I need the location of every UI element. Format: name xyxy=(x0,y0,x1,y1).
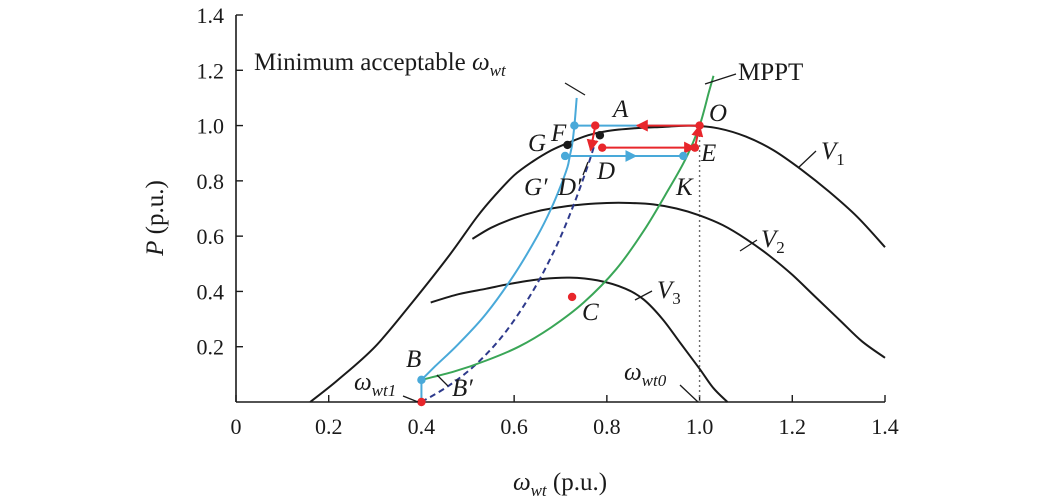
label-F: F xyxy=(550,120,567,147)
series-min_speed xyxy=(420,97,578,381)
label-D-prime: D′ xyxy=(557,174,582,201)
y-tick-label: 0.6 xyxy=(197,224,225,249)
point-A xyxy=(591,121,600,130)
series-V2 xyxy=(471,201,886,359)
label-A: A xyxy=(611,96,629,123)
x-tick-label: 0.6 xyxy=(500,414,528,439)
point-E xyxy=(690,143,700,152)
arrow-A-D xyxy=(586,125,599,152)
point-K xyxy=(679,151,688,161)
y-tick-label: 0.2 xyxy=(197,335,225,360)
label-B: B xyxy=(406,346,421,373)
x-tick-label: 0.2 xyxy=(315,414,343,439)
y-axis-ticks: 0.2 0.4 0.6 0.8 1.0 1.2 1.4 xyxy=(197,3,243,360)
leader-MPPT xyxy=(704,73,737,85)
label-wt1: ωwt1 xyxy=(354,369,396,400)
leader-V3 xyxy=(634,290,653,301)
label-wt0: ωwt0 xyxy=(624,359,667,390)
chart-lines xyxy=(420,124,701,402)
y-tick-label: 0.4 xyxy=(197,279,225,304)
leader-B-prime xyxy=(436,374,449,387)
series-dashed xyxy=(420,141,597,403)
x-tick-label: 1.0 xyxy=(686,414,714,439)
label-E: E xyxy=(700,140,716,167)
leader-wt1 xyxy=(402,395,419,403)
x-tick-label: 0 xyxy=(231,414,242,439)
y-tick-label: 0.8 xyxy=(197,169,225,194)
chart-points xyxy=(417,121,704,407)
label-G: G xyxy=(528,130,546,157)
annotations: F A O G E G′ D′ D K C B B′ MPPT Minimum … xyxy=(254,49,845,403)
series-V1 xyxy=(309,124,886,403)
x-tick-label: 0.8 xyxy=(593,414,621,439)
label-MPPT: MPPT xyxy=(738,59,803,86)
x-axis-ticks: 0 0.2 0.4 0.6 0.8 1.0 1.2 1.4 xyxy=(231,395,899,439)
x-tick-label: 0.4 xyxy=(408,414,436,439)
point-C xyxy=(567,292,577,302)
leader-V2 xyxy=(739,239,758,252)
y-tick-label: 1.2 xyxy=(197,58,225,83)
leader-wt0 xyxy=(679,384,699,403)
chart-arrows xyxy=(565,119,704,162)
label-D: D xyxy=(596,158,615,185)
point-Gp xyxy=(560,151,570,161)
point-O xyxy=(695,121,704,130)
y-tick-label: 1.4 xyxy=(197,3,225,28)
label-K: K xyxy=(675,174,694,201)
y-axis-title: P (p.u.) xyxy=(142,180,169,257)
point-D xyxy=(598,143,607,152)
point-B xyxy=(417,375,426,385)
label-B-prime: B′ xyxy=(452,375,473,402)
leader-min-acceptable xyxy=(564,82,586,96)
leader-V1 xyxy=(797,150,817,169)
label-V2: V2 xyxy=(761,226,785,257)
leader-D-prime xyxy=(582,161,589,176)
label-G-prime: G′ xyxy=(524,174,548,201)
x-tick-label: 1.4 xyxy=(871,414,899,439)
label-min-acceptable: Minimum acceptable ωwt xyxy=(254,49,507,80)
x-axis-title: ωwt (p.u.) xyxy=(513,469,607,498)
series-V3 xyxy=(430,276,729,403)
point-wt1 xyxy=(417,397,426,407)
label-O: O xyxy=(709,100,727,127)
series-MPPT xyxy=(421,75,715,381)
label-C: C xyxy=(582,299,599,326)
point-node2 xyxy=(595,131,605,140)
x-tick-label: 1.2 xyxy=(779,414,807,439)
label-V3: V3 xyxy=(657,277,681,308)
point-G xyxy=(563,140,572,150)
y-tick-label: 1.0 xyxy=(197,114,225,139)
label-V1: V1 xyxy=(821,138,845,169)
point-F xyxy=(570,121,579,130)
